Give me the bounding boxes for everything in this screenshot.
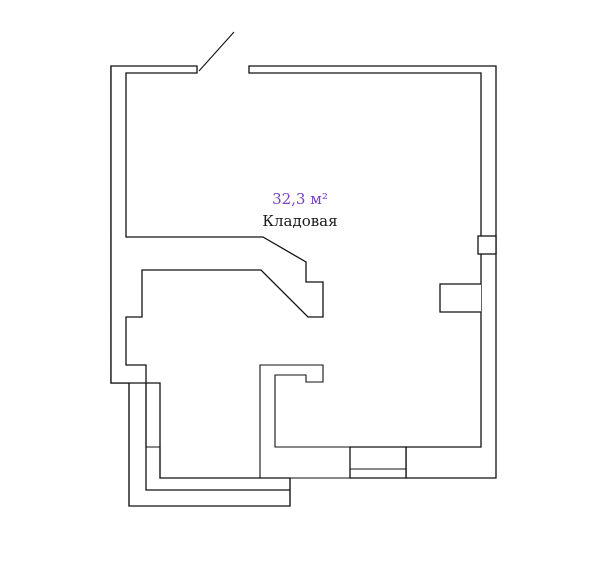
bottom-opening	[349, 446, 407, 479]
lower-left-inner	[145, 364, 350, 479]
entry-door	[198, 31, 235, 72]
room-area-label: 32,3 м²	[272, 190, 328, 208]
right-pier	[439, 283, 481, 313]
right-window	[477, 235, 497, 255]
lower-left-wall	[128, 383, 291, 507]
left-outer-wall	[110, 65, 324, 384]
room-name-label: Кладовая	[262, 212, 338, 230]
